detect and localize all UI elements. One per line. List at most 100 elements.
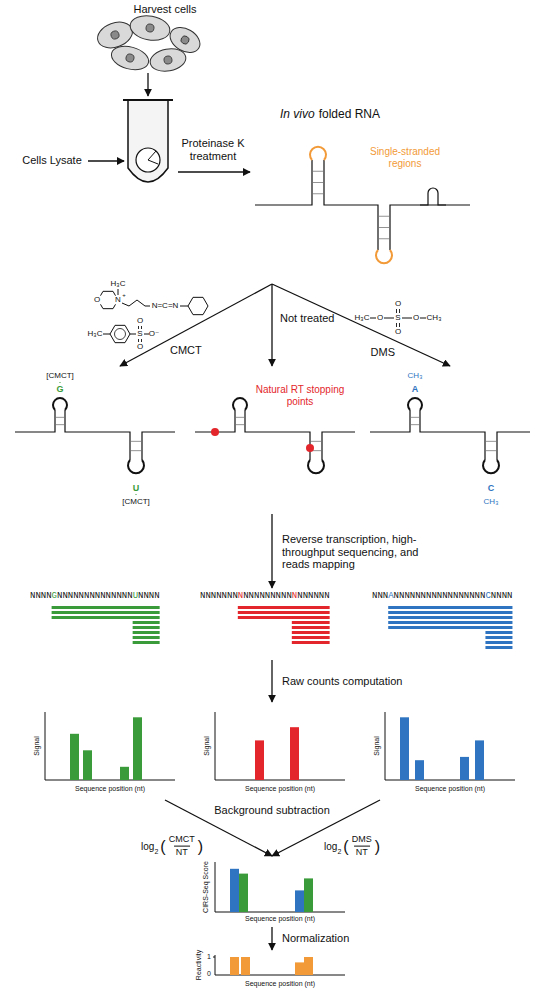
step-label: H₃C	[355, 313, 370, 322]
read-bar	[388, 621, 512, 624]
read-bar	[292, 641, 330, 644]
lysate-mark	[148, 151, 158, 164]
text-group: NNNNGNNNNNNNNNNNNNNUNNNN	[30, 592, 160, 602]
tube-rim	[123, 99, 173, 101]
chart-bar	[133, 717, 142, 780]
chart-axis	[385, 712, 515, 780]
formula-text: (	[160, 837, 165, 855]
base-pair	[131, 450, 141, 451]
read-bar	[388, 611, 512, 614]
mark	[136, 494, 137, 495]
base-pair	[486, 441, 496, 442]
rna-strand	[245, 410, 310, 460]
double-bond	[399, 323, 400, 327]
step-label: S	[395, 313, 400, 322]
step-label: Sequence position (nt)	[415, 785, 485, 793]
cell	[128, 13, 172, 44]
sequence-text: A	[388, 592, 393, 602]
read-bar	[52, 606, 160, 609]
read-bar	[238, 606, 330, 609]
read-bar	[238, 611, 330, 614]
step-label: [CMCT]	[122, 497, 150, 506]
read-bar	[133, 626, 160, 629]
formula-text: (	[343, 837, 348, 855]
base-pair	[56, 424, 64, 425]
cell	[109, 42, 151, 73]
rna-strand	[15, 410, 55, 432]
sequence-text: NNNN	[138, 592, 160, 602]
step-label: Background subtraction	[214, 804, 330, 817]
flow-arrow	[271, 927, 272, 950]
mark	[60, 382, 61, 383]
step-label: Sequence position (nt)	[75, 785, 145, 793]
benzene-ring	[115, 329, 126, 340]
read-bar	[292, 621, 330, 624]
chart-bar	[295, 962, 304, 975]
bond	[113, 304, 116, 308]
flow-arrow	[271, 514, 272, 588]
double-bond	[396, 309, 397, 313]
bond	[144, 334, 149, 335]
read-bar	[388, 616, 512, 619]
step-label: G	[56, 384, 63, 394]
double-bond	[399, 309, 400, 313]
base-pair	[311, 441, 321, 442]
read-bar	[485, 641, 512, 644]
base-pair	[313, 193, 323, 194]
rna-strand	[65, 410, 130, 460]
chart-bars	[255, 727, 299, 780]
step-label: Proteinase K treatment	[177, 137, 249, 162]
cell-body	[148, 46, 187, 74]
base-pair	[486, 450, 496, 451]
sequence-text: N	[292, 592, 297, 602]
lysate	[136, 148, 160, 172]
read-bar	[485, 646, 512, 649]
fraction: CMCTNT	[167, 835, 197, 858]
sequence-text: NNNN	[491, 592, 513, 602]
cell	[148, 46, 187, 74]
text-group: NNNNNNNNNNNNNNNNNNNNNNNN	[200, 592, 330, 602]
double-bond	[141, 339, 142, 342]
bond	[118, 289, 119, 295]
formula-text: NT	[174, 846, 190, 858]
step-label: A	[412, 384, 419, 394]
step-label: O	[94, 295, 100, 304]
step-label: O	[395, 299, 401, 308]
axis-label: Signal	[33, 736, 41, 755]
cell-nucleus	[180, 35, 191, 46]
rna-loop	[233, 398, 247, 410]
formula-text: log	[324, 841, 337, 852]
bond	[103, 291, 113, 292]
sequence-text: NNNNNN	[297, 592, 329, 602]
double-bond	[138, 339, 139, 342]
read-bar	[52, 611, 160, 614]
step-label: Reverse transcription, high-throughput s…	[282, 533, 442, 571]
formula-text: 2	[337, 848, 341, 856]
chart-bar	[70, 734, 79, 780]
rna-strand	[420, 188, 446, 205]
step-label: 0	[207, 970, 211, 978]
chart-bar	[241, 957, 250, 975]
base-pair	[56, 417, 64, 418]
rna-loop	[408, 398, 422, 410]
cyclohexane	[188, 297, 208, 314]
read-bar	[133, 621, 160, 624]
chart-bar	[239, 874, 248, 912]
step-label: Not treated	[280, 312, 336, 325]
read-bar	[52, 616, 160, 619]
step-label: CH₃	[408, 371, 423, 380]
rna-strand	[420, 410, 485, 460]
read-bar	[133, 636, 160, 639]
rna-strand	[324, 160, 378, 250]
chart-bars	[230, 957, 313, 975]
rna-loop	[308, 460, 324, 473]
chart-bar	[295, 890, 304, 912]
rna-loop	[310, 147, 326, 160]
rna-loop	[483, 460, 499, 473]
bond	[101, 304, 104, 308]
chart-bar	[460, 757, 469, 780]
read-bar	[292, 626, 330, 629]
chart-bar	[290, 727, 299, 780]
text-group: log2(CMCTNT)	[141, 835, 203, 858]
bond	[101, 291, 104, 295]
